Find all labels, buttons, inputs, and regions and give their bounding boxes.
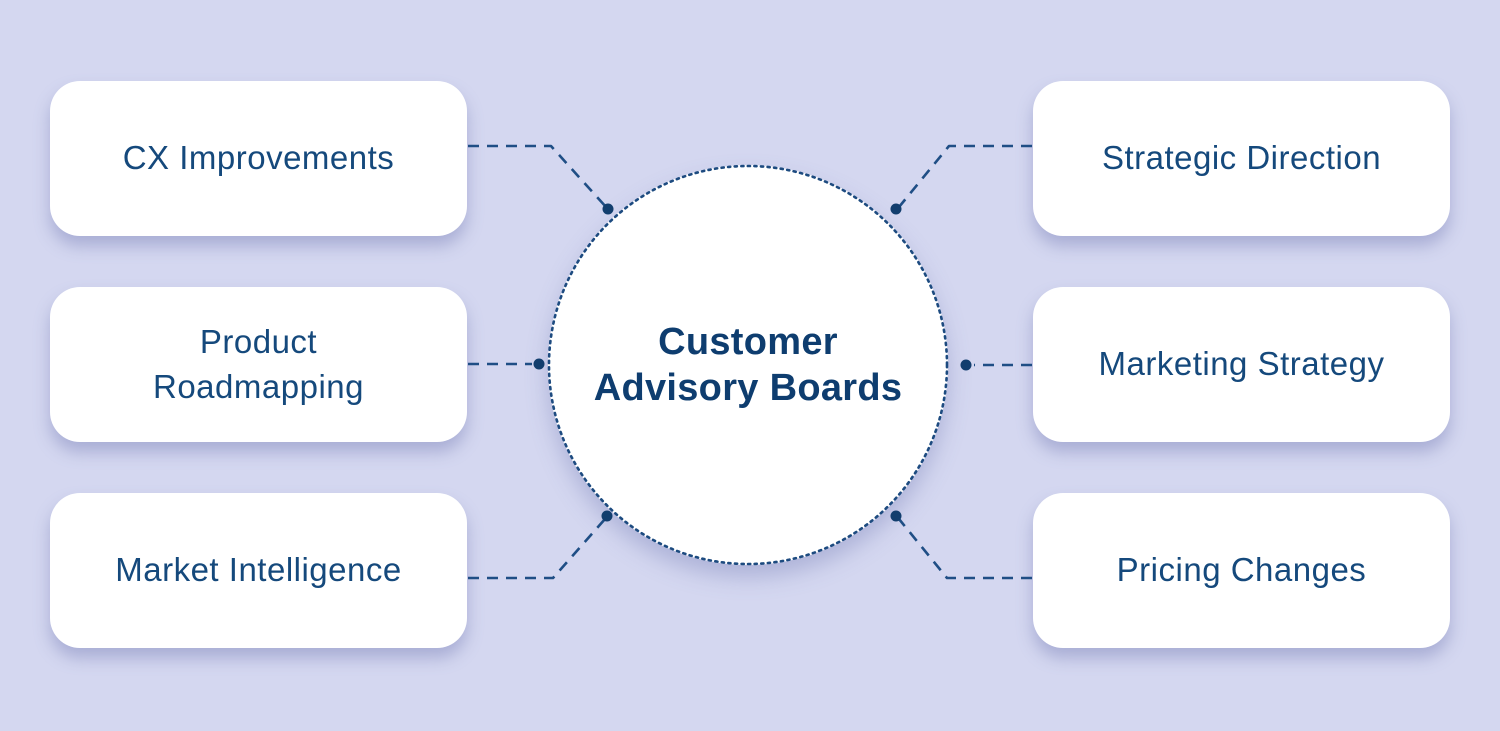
node-label: CX Improvements [122, 139, 395, 177]
node-product-roadmapping: Product Roadmapping [50, 287, 467, 442]
node-label: Pricing Changes [1116, 551, 1367, 589]
connector-dot-mid-right [960, 359, 972, 371]
node-label: Product Roadmapping [153, 322, 364, 405]
node-pricing-changes: Pricing Changes [1033, 493, 1450, 648]
node-cx-improvements: CX Improvements [50, 81, 467, 236]
central-hub-title: Customer Advisory Boards [593, 320, 903, 409]
node-marketing-strategy: Marketing Strategy [1033, 287, 1450, 442]
node-label: Strategic Direction [1101, 139, 1382, 177]
node-market-intelligence: Market Intelligence [50, 493, 467, 648]
connector-dot-mid-left [533, 358, 545, 370]
node-label: Marketing Strategy [1098, 345, 1385, 383]
node-label: Market Intelligence [115, 551, 402, 589]
central-hub-label-wrap: Customer Advisory Boards [548, 165, 948, 565]
node-strategic-direction: Strategic Direction [1033, 81, 1450, 236]
